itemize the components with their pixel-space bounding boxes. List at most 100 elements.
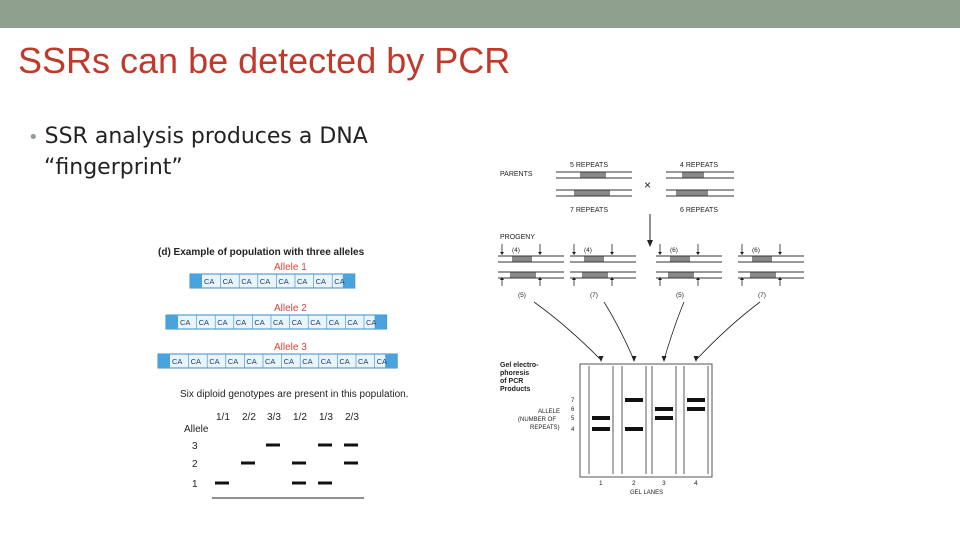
progeny-bottom-repeats: (5) xyxy=(518,292,526,299)
allele-3-label: Allele 3 xyxy=(274,342,307,353)
primer-arrowhead xyxy=(658,252,662,255)
parent-to-progeny-arrowhead xyxy=(647,240,653,247)
gel-lanes-label: GEL LANES xyxy=(630,490,663,496)
repeat-unit: CA xyxy=(278,277,288,286)
genotype-label: 2/2 xyxy=(242,412,256,423)
repeat-unit: CA xyxy=(260,277,270,286)
cross-symbol: × xyxy=(644,178,651,192)
gel-band xyxy=(687,407,705,411)
genotype-band xyxy=(241,461,255,465)
repeat-unit: CA xyxy=(339,357,349,366)
gel-lane xyxy=(588,366,614,474)
top-accent-bar xyxy=(0,0,960,28)
gel-label: Gel electro- phoresis of PCR Products xyxy=(500,362,539,393)
progeny-top-repeats: (6) xyxy=(752,247,760,254)
primer-arrowhead xyxy=(740,252,744,255)
primer-arrowhead xyxy=(500,277,504,280)
strip-left-cap xyxy=(190,274,202,288)
repeat-unit: CA xyxy=(228,357,238,366)
repeat-unit: CA xyxy=(329,318,339,327)
repeat-region xyxy=(670,256,690,262)
gel-band xyxy=(625,427,643,431)
progeny-individual: (6)(7) xyxy=(738,244,804,299)
genotype-label: 3/3 xyxy=(267,412,281,423)
repeat-region xyxy=(750,272,776,278)
allele-label-line-3: REPEATS) xyxy=(530,425,560,431)
repeat-unit: CA xyxy=(310,318,320,327)
strip-right-cap xyxy=(342,274,355,288)
progeny-to-lane-curve xyxy=(695,301,761,361)
lane-number: 2 xyxy=(632,480,636,487)
primer-arrowhead xyxy=(538,252,542,255)
gel-label-line-3: of PCR xyxy=(500,378,523,385)
progeny-bottom-repeats: (5) xyxy=(676,292,684,299)
gel-lane xyxy=(651,366,677,474)
gel-lane xyxy=(683,366,709,474)
lane-number: 1 xyxy=(599,480,603,487)
figure-heading: (d) Example of population with three all… xyxy=(158,247,365,258)
repeat-unit: CA xyxy=(246,357,256,366)
repeat-region xyxy=(676,190,708,196)
gel-label-line-1: Gel electro- xyxy=(500,362,539,369)
genotype-band xyxy=(344,461,358,465)
repeat-region xyxy=(510,272,536,278)
primer-arrowhead xyxy=(778,252,782,255)
repeat-unit: CA xyxy=(292,318,302,327)
allele-number: 5 xyxy=(571,416,575,422)
allele-number: 7 xyxy=(571,398,575,404)
gel-label-line-4: Products xyxy=(500,386,530,393)
bullet-text-line2: “fingerprint” xyxy=(44,155,183,180)
lane-arrowhead xyxy=(661,356,667,362)
lane-number: 4 xyxy=(694,480,698,487)
parent-bottom-left-label: 7 REPEATS xyxy=(570,207,608,214)
repeat-unit: CA xyxy=(358,357,368,366)
progeny-label: PROGENY xyxy=(500,234,535,241)
repeat-region xyxy=(582,272,608,278)
primer-arrowhead xyxy=(572,252,576,255)
genotype-band xyxy=(292,481,306,485)
genotype-label: 1/2 xyxy=(293,412,307,423)
progeny-top-repeats: (6) xyxy=(670,247,678,254)
allele-level-label: 2 xyxy=(192,459,198,470)
progeny-chromosomes: (4)(5)(4)(7)(6)(5)(6)(7) xyxy=(498,244,804,299)
progeny-to-lane-curve xyxy=(663,301,685,361)
genotype-label: 1/3 xyxy=(319,412,333,423)
allele-label-line-2: (NUMBER OF xyxy=(518,417,556,423)
repeat-region xyxy=(752,256,772,262)
genotype-label: 2/3 xyxy=(345,412,359,423)
parent-top-right-label: 4 REPEATS xyxy=(680,162,718,169)
genotype-band xyxy=(318,443,332,447)
genotype-band xyxy=(344,443,358,447)
strip-right-cap xyxy=(385,354,398,368)
repeat-unit: CA xyxy=(297,277,307,286)
lane-arrowhead xyxy=(598,356,604,362)
repeat-unit: CA xyxy=(236,318,246,327)
allele-label: ALLELE (NUMBER OF REPEATS) xyxy=(518,409,560,431)
genotype-band xyxy=(292,461,306,465)
allele-label-line-1: ALLELE xyxy=(538,409,560,415)
repeat-unit: CA xyxy=(180,318,190,327)
genotype-band xyxy=(318,481,332,485)
repeat-unit: CA xyxy=(366,318,376,327)
gel-band xyxy=(625,398,643,402)
repeat-region xyxy=(574,190,610,196)
progeny-top-repeats: (4) xyxy=(512,247,520,254)
repeat-region xyxy=(682,172,704,178)
bullet-point: •SSR analysis produces a DNA “fingerprin… xyxy=(28,122,428,183)
progeny-to-lane-arrows xyxy=(533,301,761,362)
repeat-unit: CA xyxy=(172,357,182,366)
primer-arrowhead xyxy=(500,252,504,255)
lane-arrowhead xyxy=(631,356,637,362)
bullet-text-line1: SSR analysis produces a DNA xyxy=(44,124,368,149)
repeat-unit: CA xyxy=(347,318,357,327)
gel-lanes xyxy=(588,366,709,474)
allele-level-label: 1 xyxy=(192,479,198,490)
repeat-unit: CA xyxy=(204,277,214,286)
genotype-band xyxy=(266,443,280,447)
repeat-unit: CA xyxy=(217,318,227,327)
